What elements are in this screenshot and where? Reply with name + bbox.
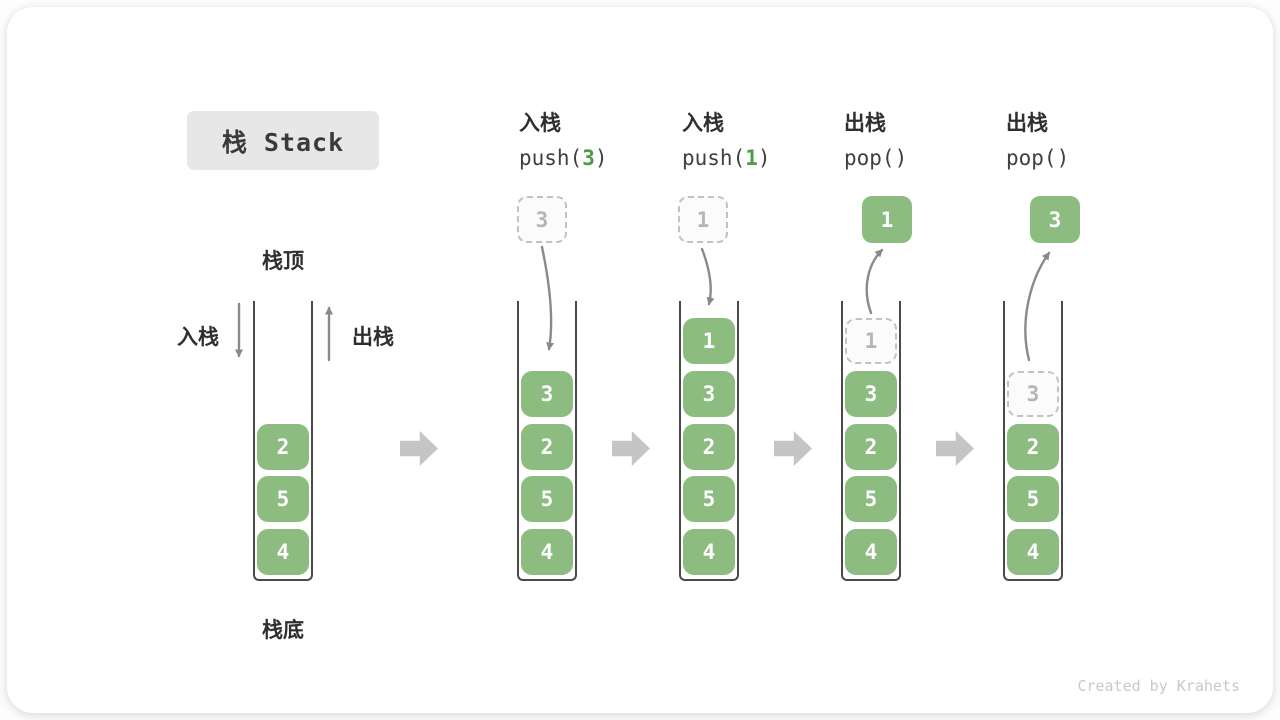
stack-cell: 4 xyxy=(257,529,309,575)
stack-cell: 2 xyxy=(1007,424,1059,470)
step-code: pop() xyxy=(844,146,908,170)
stack-cell-removed: 1 xyxy=(845,318,897,364)
popped-value-box: 3 xyxy=(1030,196,1080,243)
stack-cell: 3 xyxy=(845,371,897,417)
stack-top-label: 栈顶 xyxy=(262,249,304,273)
step-op-label: 出栈 xyxy=(1006,111,1048,135)
stack-cell: 5 xyxy=(683,476,735,522)
stack-cell: 3 xyxy=(521,371,573,417)
watermark: Created by Krahets xyxy=(1077,677,1240,695)
stack-cell: 2 xyxy=(845,424,897,470)
pop-label: 出栈 xyxy=(352,325,394,349)
stack-cell: 1 xyxy=(683,318,735,364)
step-header-pop-1: 出栈 pop() xyxy=(844,107,994,170)
step-code: push(1) xyxy=(682,146,771,170)
stack-cell: 4 xyxy=(845,529,897,575)
stack-cell: 5 xyxy=(1007,476,1059,522)
popped-value-box: 1 xyxy=(862,196,912,243)
push-value-box: 3 xyxy=(517,196,567,243)
stack-cell: 4 xyxy=(521,529,573,575)
stack-after-push-3: 3 2 5 4 xyxy=(517,301,577,581)
step-op-label: 入栈 xyxy=(682,111,724,135)
step-header-pop-3: 出栈 pop() xyxy=(1006,107,1156,170)
stack-after-pop-1: 1 3 2 5 4 xyxy=(841,301,901,581)
stack-cell: 2 xyxy=(683,424,735,470)
step-header-push-1: 入栈 push(1) xyxy=(682,107,832,170)
stack-initial: 2 5 4 xyxy=(253,301,313,581)
stack-cell: 4 xyxy=(683,529,735,575)
stack-bottom-label: 栈底 xyxy=(262,618,304,642)
step-op-label: 入栈 xyxy=(519,111,561,135)
step-code: push(3) xyxy=(519,146,608,170)
stack-cell: 3 xyxy=(683,371,735,417)
diagram-title: 栈 Stack xyxy=(187,111,379,170)
stack-cell-removed: 3 xyxy=(1007,371,1059,417)
push-value-box: 1 xyxy=(678,196,728,243)
stack-cell: 2 xyxy=(257,424,309,470)
stack-after-push-1: 1 3 2 5 4 xyxy=(679,301,739,581)
step-header-push-3: 入栈 push(3) xyxy=(519,107,669,170)
stack-cell: 5 xyxy=(257,476,309,522)
stack-cell: 5 xyxy=(845,476,897,522)
step-op-label: 出栈 xyxy=(844,111,886,135)
stack-cell: 4 xyxy=(1007,529,1059,575)
push-label: 入栈 xyxy=(177,325,219,349)
step-code: pop() xyxy=(1006,146,1070,170)
stack-after-pop-3: 3 2 5 4 xyxy=(1003,301,1063,581)
stack-cell: 5 xyxy=(521,476,573,522)
stack-cell: 2 xyxy=(521,424,573,470)
